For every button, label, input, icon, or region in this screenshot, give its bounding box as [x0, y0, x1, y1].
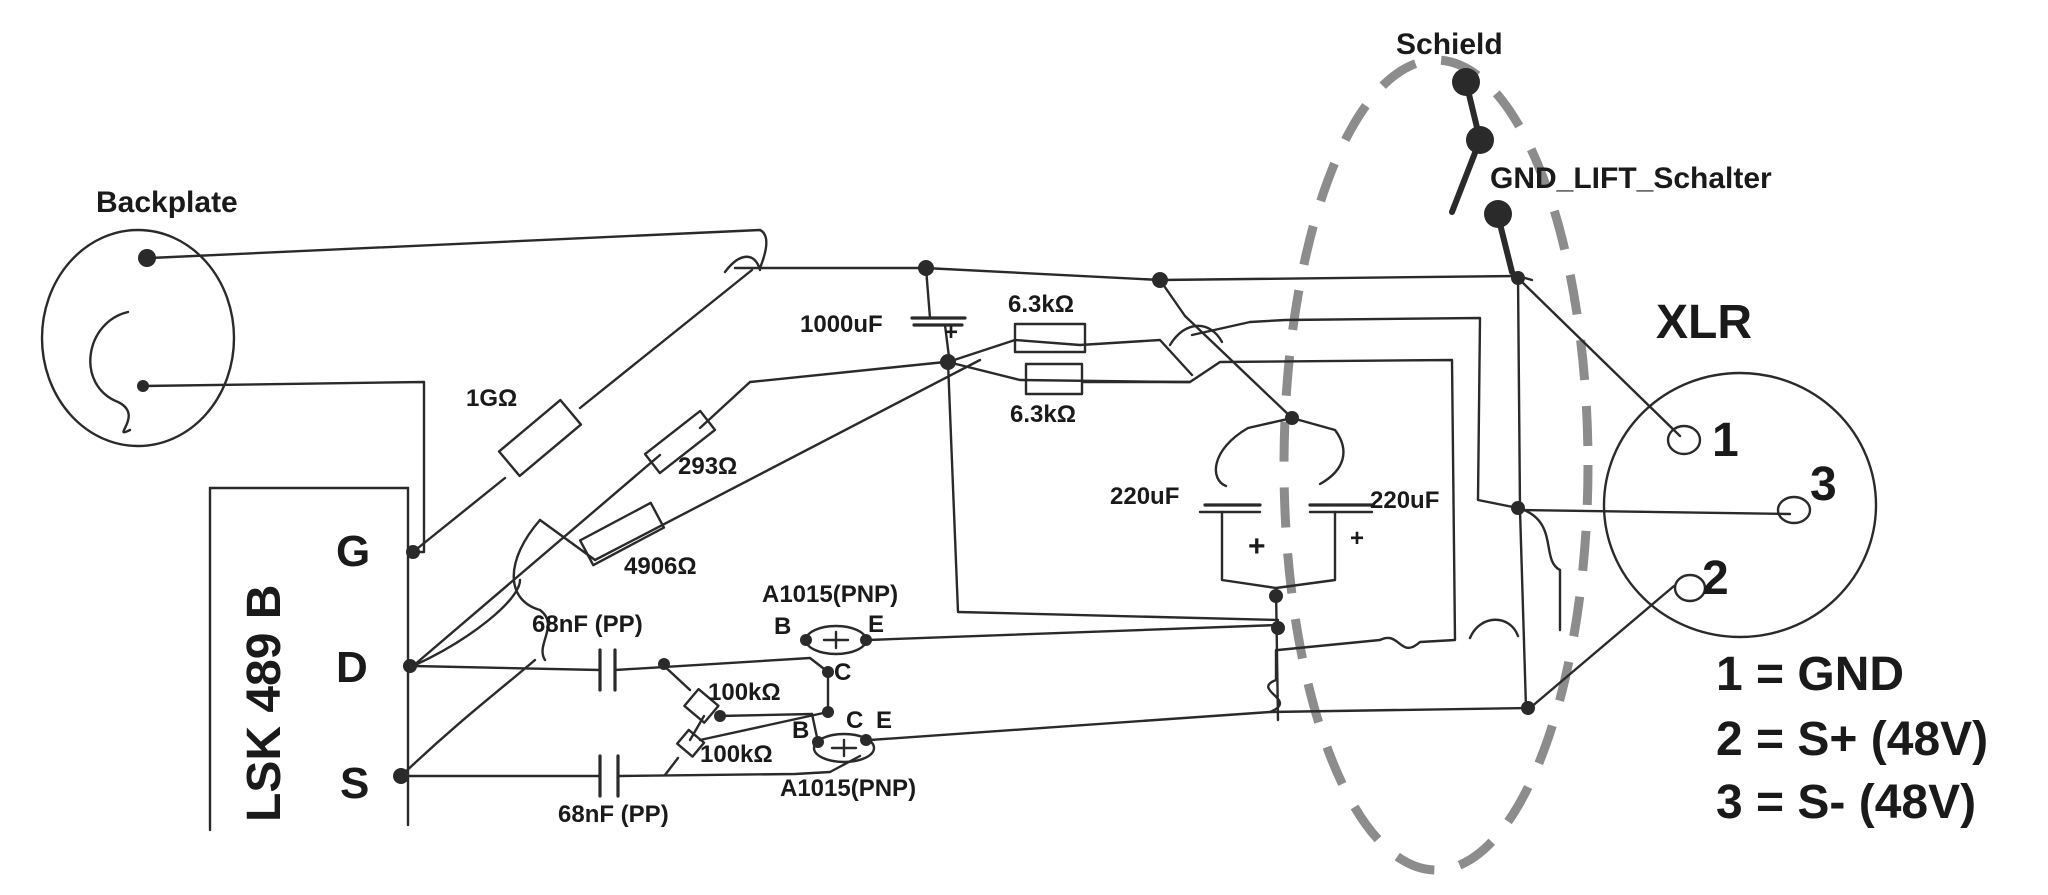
- plus-1000-label: +: [944, 319, 958, 346]
- legend-line-2: 2 = S+ (48V): [1716, 713, 1988, 766]
- r-4906-label: 4906Ω: [624, 553, 697, 580]
- xlr-pin3-label: 3: [1810, 458, 1837, 511]
- c-68-bottom-label: 68nF (PP): [558, 801, 669, 828]
- resistor-100k-bottom: [675, 728, 706, 758]
- xlr-pin1-label: 1: [1712, 414, 1739, 467]
- legend-line-3: 3 = S- (48V): [1716, 776, 1976, 829]
- xlr-connector: [1602, 371, 1878, 639]
- resistor-100k-top: [683, 687, 720, 724]
- pin-s-label: S: [340, 759, 369, 808]
- legend-line-1: 1 = GND: [1716, 648, 1904, 701]
- transistor-top: [804, 624, 868, 656]
- xlr-label: XLR: [1656, 296, 1752, 349]
- resistor-293: [643, 409, 717, 475]
- resistor-4906: [578, 501, 666, 567]
- gnd-lift-label: GND_LIFT_Schalter: [1490, 162, 1772, 195]
- t-bottom-label: A1015(PNP): [780, 775, 916, 802]
- wiring: [141, 228, 1792, 778]
- capacitor-1000uf: [910, 316, 967, 327]
- resistor-6k3-top: [1013, 322, 1087, 354]
- backplate-label: Backplate: [96, 186, 238, 219]
- pin-d-label: D: [336, 643, 368, 692]
- plus-220-right-label: +: [1350, 525, 1364, 552]
- backplate-capsule: [40, 228, 236, 448]
- t-top-label: A1015(PNP): [762, 581, 898, 608]
- plus-220-left-label: +: [1248, 530, 1266, 563]
- c-1000-label: 1000uF: [800, 311, 883, 338]
- r-1g-label: 1GΩ: [466, 385, 517, 412]
- r-100k-top-label: 100kΩ: [708, 679, 781, 706]
- xlr-pin2-label: 2: [1702, 552, 1729, 605]
- fet-label: LSK 489 B: [238, 585, 291, 822]
- t-top-c-label: C: [834, 659, 851, 686]
- t-bot-e-label: E: [876, 707, 892, 734]
- t-top-b-label: B: [774, 613, 791, 640]
- transistor-bottom: [812, 732, 876, 764]
- capacitor-68nf-top: [598, 648, 617, 692]
- t-top-e-label: E: [868, 611, 884, 638]
- c-220-right-label: 220uF: [1370, 487, 1439, 514]
- resistor-1g: [497, 398, 583, 478]
- r-293-label: 293Ω: [678, 453, 737, 480]
- r-63-top-label: 6.3kΩ: [1008, 291, 1074, 318]
- t-bot-b-label: B: [792, 717, 809, 744]
- r-63-bottom-label: 6.3kΩ: [1010, 401, 1076, 428]
- resistor-6k3-bottom: [1024, 362, 1084, 396]
- capacitor-68nf-bottom: [598, 754, 620, 798]
- schield-label: Schield: [1396, 28, 1503, 61]
- r-100k-bottom-label: 100kΩ: [700, 741, 773, 768]
- c-68-top-label: 68nF (PP): [532, 611, 643, 638]
- c-220-left-label: 220uF: [1110, 483, 1179, 510]
- pin-g-label: G: [336, 527, 370, 576]
- t-bot-c-label: C: [846, 707, 863, 734]
- gnd-lift-switch: [1449, 68, 1515, 275]
- shield-ellipse: [1279, 55, 1593, 875]
